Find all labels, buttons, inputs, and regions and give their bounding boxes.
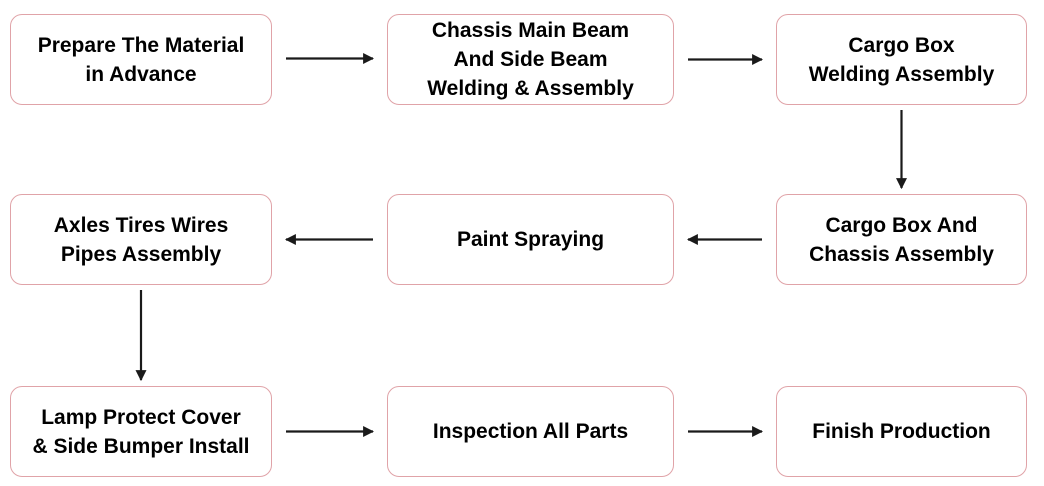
step-label: Chassis Main Beam And Side Beam Welding … [427, 19, 634, 100]
step-label: Paint Spraying [456, 228, 605, 251]
step-label: Prepare The Material in Advance [37, 33, 245, 86]
step-label: Axles Tires Wires Pipes Assembly [53, 213, 229, 266]
step-label: Inspection All Parts [432, 420, 629, 443]
step-label: Finish Production [812, 420, 991, 443]
step-label: Cargo Box And Chassis Assembly [809, 213, 994, 266]
step-cargo-chassis-assembly: Cargo Box And Chassis Assembly [776, 194, 1027, 285]
step-label: Lamp Protect Cover & Side Bumper Install [32, 405, 250, 458]
step-cargo-box-welding: Cargo Box Welding Assembly [776, 14, 1027, 105]
step-paint-spraying: Paint Spraying [387, 194, 674, 285]
step-lamp-bumper-install: Lamp Protect Cover & Side Bumper Install [10, 386, 272, 477]
step-axles-assembly: Axles Tires Wires Pipes Assembly [10, 194, 272, 285]
step-inspection: Inspection All Parts [387, 386, 674, 477]
step-finish: Finish Production [776, 386, 1027, 477]
step-label: Cargo Box Welding Assembly [808, 33, 995, 86]
step-chassis-welding: Chassis Main Beam And Side Beam Welding … [387, 14, 674, 105]
step-prepare-material: Prepare The Material in Advance [10, 14, 272, 105]
